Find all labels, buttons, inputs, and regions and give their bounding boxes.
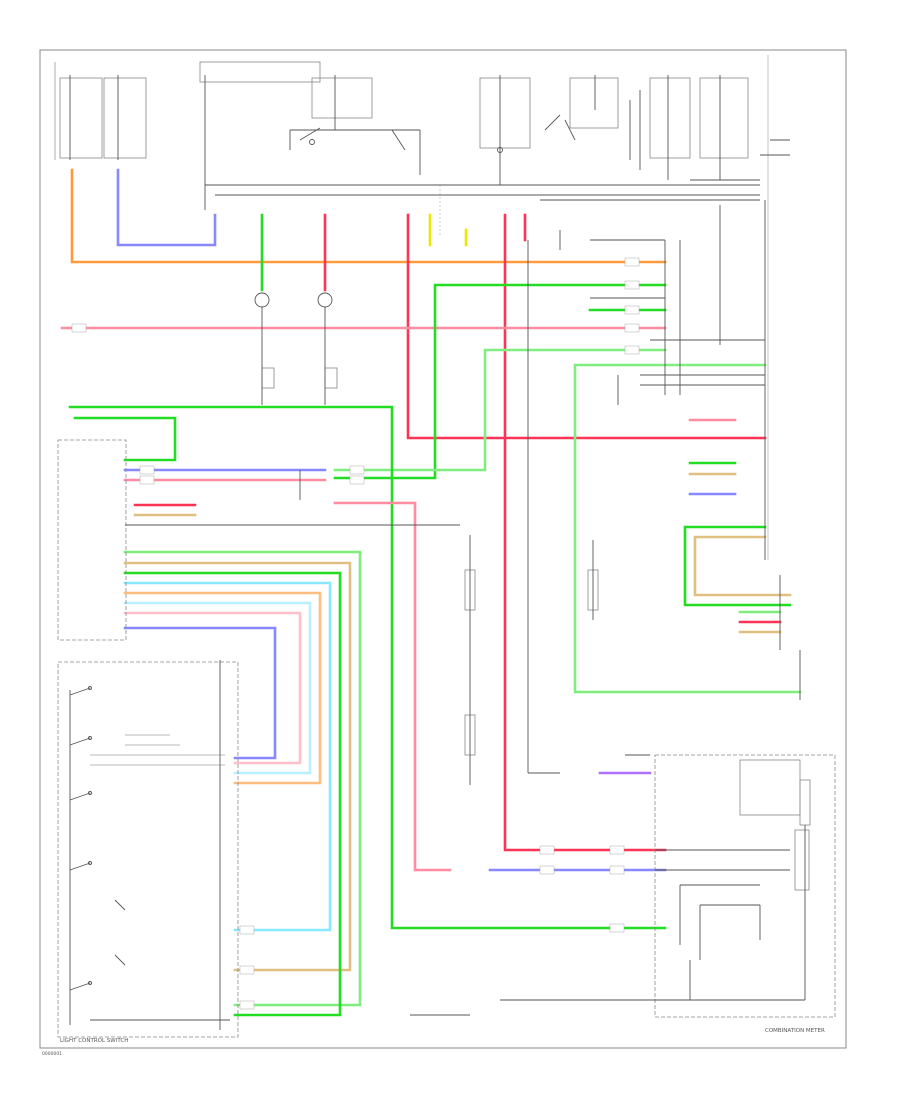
- footer-right-label: COMBINATION METER: [765, 1028, 825, 1034]
- wire-pink-long: [333, 501, 452, 872]
- right-stub-wires: [688, 418, 782, 634]
- bundle-cyan: [123, 581, 332, 932]
- bundle-green: [123, 571, 342, 1017]
- bundle-pink: [123, 611, 302, 765]
- meter-internals: [655, 759, 811, 1001]
- combination-meter-box: [654, 754, 836, 1018]
- light-control-switch-box: [57, 661, 239, 1038]
- wire-green-b: [333, 283, 667, 480]
- black-signal-lines: [125, 200, 801, 1016]
- body-control-module-box: [57, 439, 127, 641]
- wire-green-c: [333, 348, 667, 472]
- top-fuse-block: [54, 61, 749, 185]
- bundle-light-cyan: [123, 601, 312, 775]
- footer-left-label: LIGHT CONTROL SWITCH: [60, 1038, 128, 1044]
- wire-green-loop-right: [683, 525, 792, 607]
- switch-internals: [69, 660, 230, 1030]
- diagram-frame: [39, 49, 847, 1049]
- wire-blue-top: [116, 168, 217, 247]
- wire-tan-loop-right: [693, 535, 792, 597]
- wire-green-left-loop: [73, 416, 177, 462]
- corner-tag-label: 0000001: [42, 1051, 62, 1057]
- wire-green-long-left: [68, 405, 667, 930]
- bundle-light-green: [123, 550, 362, 1007]
- top-bus-lines: [204, 75, 790, 235]
- lamp-symbols: [254, 292, 599, 785]
- wire-orange-main: [70, 168, 667, 264]
- bundle-blue: [123, 626, 277, 760]
- wire-light-green-right: [573, 363, 802, 694]
- wire-red-b: [406, 213, 767, 440]
- wire-tags: [71, 257, 640, 1010]
- bundle-tan: [123, 561, 352, 972]
- bundle-orange: [123, 591, 322, 785]
